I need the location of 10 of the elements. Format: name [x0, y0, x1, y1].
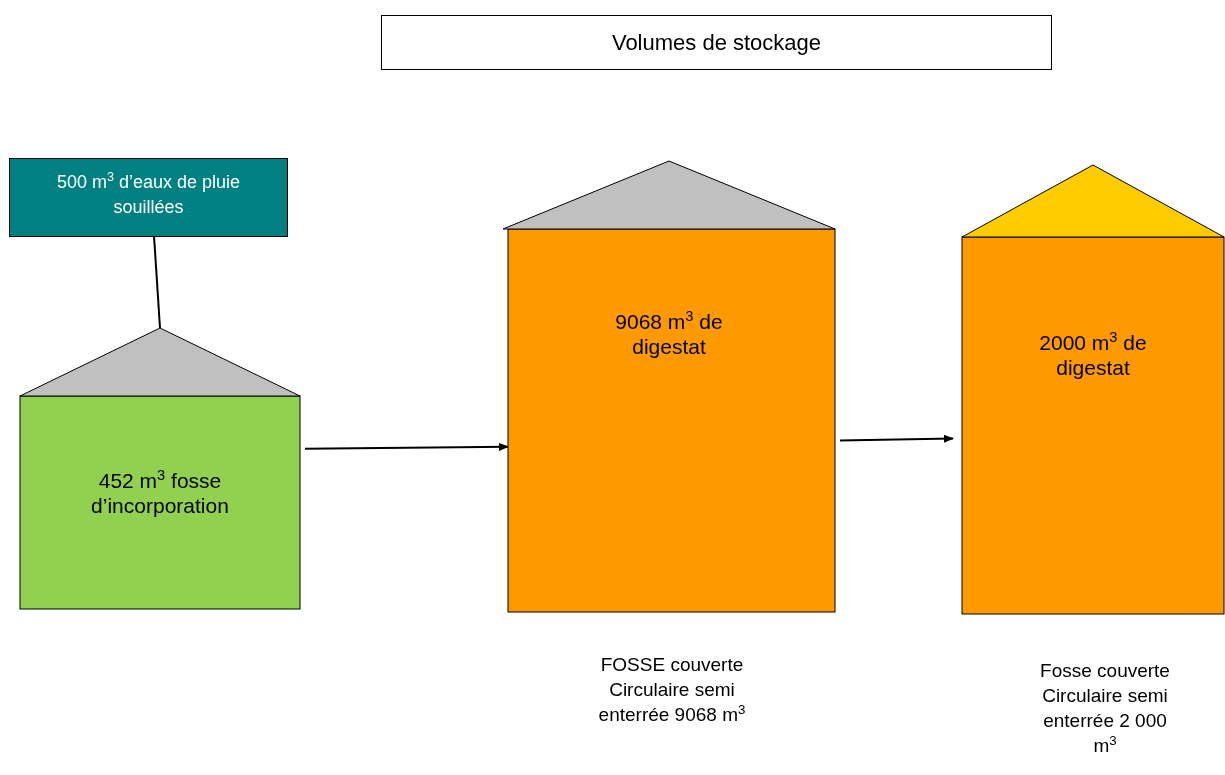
node-label: 500 m$^{3}$ d’eaux de pluie souillées	[55, 170, 242, 219]
arrow	[839, 434, 954, 443]
tank-caption: Fosse couverte Circulaire semi enterrée 2 000 m$^{3}$	[1039, 659, 1171, 758]
connector-line	[153, 236, 161, 329]
tank-caption: FOSSE couverte Circulaire semi enterrée 9068 m$^{3}$	[597, 653, 747, 727]
arrow	[304, 442, 509, 451]
title: Volumes de stockage	[381, 15, 1052, 70]
node-label: 9068 m$^{3}$ de digestat	[614, 309, 724, 359]
node-label: 2000 m$^{3}$ de digestat	[1038, 330, 1148, 380]
node-label: 452 m$^{3}$ fosse d’incorporation	[90, 468, 230, 518]
